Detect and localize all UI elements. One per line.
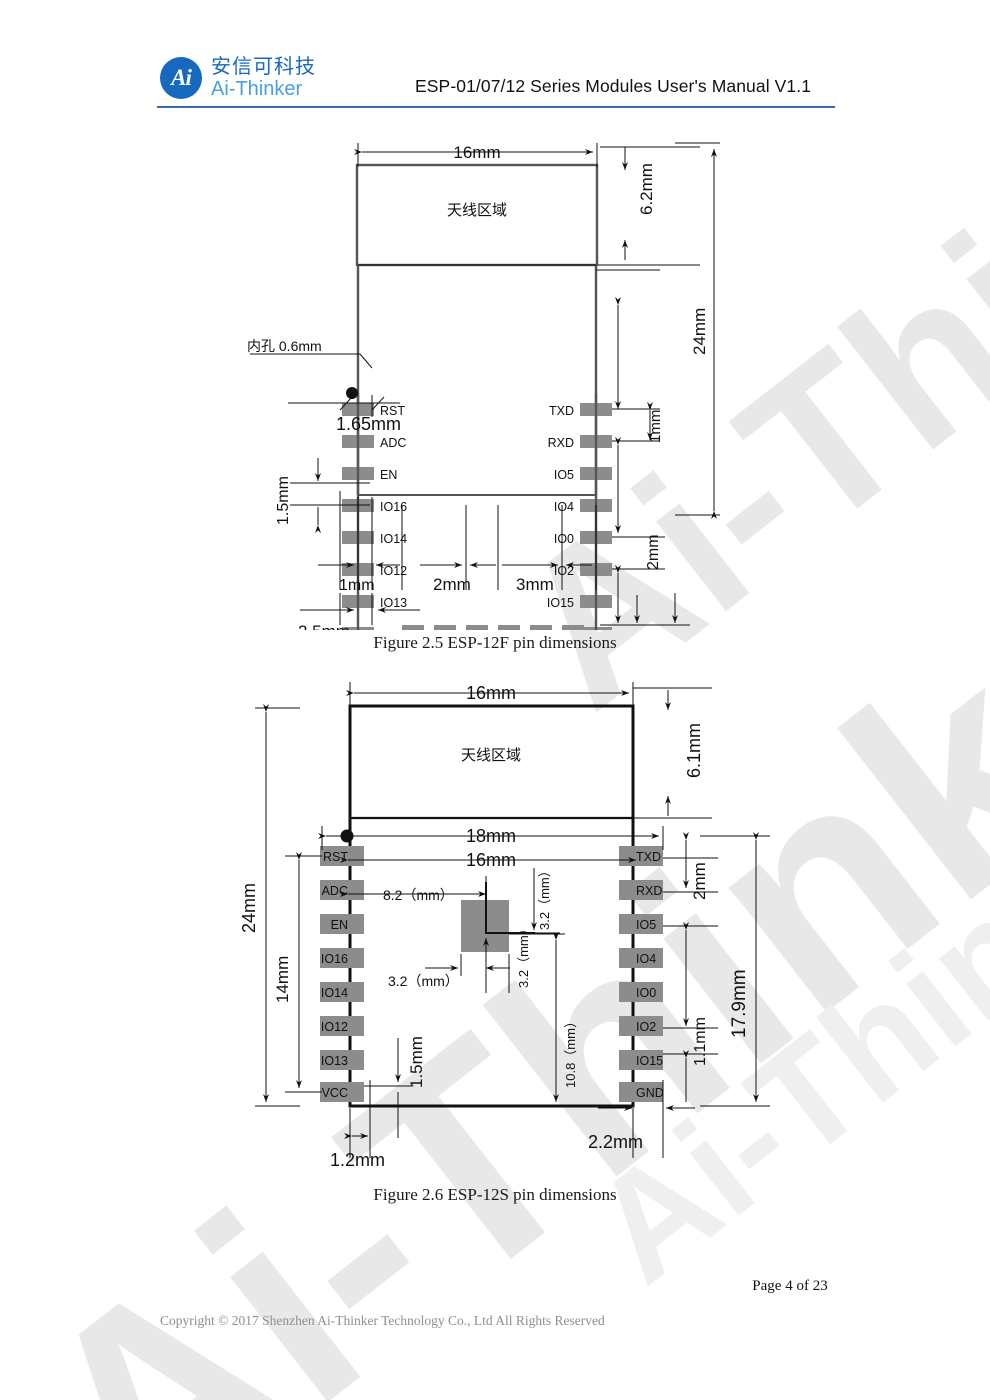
svg-text:IO13: IO13 — [380, 596, 407, 610]
dim-center-pad-32mm-v: 3.2（mm） — [537, 864, 552, 930]
dim-pitch-1mm-bottom: 1mm — [339, 577, 375, 594]
dim-center-pad-32mm-h2: 3.2（mm） — [516, 922, 531, 988]
left-pin-labels: RST ADC EN IO16 IO14 IO12 IO13 VCC — [321, 850, 348, 1100]
dim-pitch-3mm-bottom: 3mm — [516, 575, 554, 594]
svg-text:IO12: IO12 — [321, 1020, 348, 1034]
dim-pitch-2mm-right: 2mm — [645, 534, 662, 570]
dim-edge-25mm: 2.5mm — [298, 622, 350, 630]
page-header: Ai 安信可科技 Ai-Thinker ESP-01/07/12 Series … — [0, 0, 990, 112]
figure-2-5-caption: Figure 2.5 ESP-12F pin dimensions — [373, 633, 617, 652]
right-pin-labels: TXD RXD IO5 IO4 IO0 IO2 IO15 GND — [546, 404, 574, 630]
figure-2-6-caption: Figure 2.6 ESP-12S pin dimensions — [373, 1185, 617, 1204]
pin1-marker-dot — [346, 387, 358, 399]
left-pin-labels: RST ADC EN IO16 IO14 IO12 IO13 VCC — [380, 404, 407, 630]
figure-2-6: 天线区域 16mm 6.1mm 24mm 14mm 18mm 16mm 8.2（… — [0, 668, 990, 1178]
svg-text:TXD: TXD — [636, 850, 661, 864]
dim-body-to-pad-108mm: 10.8（mm） — [563, 1015, 578, 1088]
right-pin-labels: TXD RXD IO5 IO4 IO0 IO2 IO15 GND — [636, 850, 664, 1100]
svg-text:IO16: IO16 — [321, 952, 348, 966]
brand-name-chinese: 安信可科技 — [211, 56, 316, 78]
svg-text:TXD: TXD — [549, 404, 574, 418]
svg-text:RST: RST — [380, 404, 405, 418]
svg-text:IO16: IO16 — [380, 500, 407, 514]
dim-total-height: 24mm — [690, 308, 709, 355]
brand-name-english: Ai-Thinker — [211, 78, 303, 100]
svg-text:IO13: IO13 — [321, 1054, 348, 1068]
dim-antenna-height: 6.2mm — [637, 163, 656, 215]
dim-inner-hole: 内孔 0.6mm — [247, 338, 322, 354]
svg-text:RXD: RXD — [636, 884, 662, 898]
bottom-pin-pads — [402, 625, 584, 630]
svg-text:IO14: IO14 — [321, 986, 348, 1000]
brand-logo-text: 安信可科技 Ai-Thinker — [211, 57, 316, 99]
dim-inner-height-14mm: 14mm — [273, 956, 292, 1003]
ai-thinker-logo-icon: Ai — [160, 57, 202, 99]
dim-pitch-2mm: 2mm — [690, 862, 709, 900]
svg-text:IO2: IO2 — [554, 564, 574, 578]
module-outline — [348, 704, 635, 1108]
dim-pin-offset-top: 1.65mm — [336, 414, 401, 434]
dim-pad-height-11mm: 1.1mm — [692, 1017, 709, 1066]
svg-text:IO15: IO15 — [636, 1054, 663, 1068]
dim-pin-span-179mm: 17.9mm — [729, 969, 750, 1038]
svg-text:VCC: VCC — [380, 628, 406, 630]
svg-text:EN: EN — [331, 918, 348, 932]
svg-text:GND: GND — [546, 628, 574, 630]
dim-left-edge-12mm: 1.2mm — [330, 1150, 385, 1170]
dim-pitch-1mm-right: 1mm — [647, 410, 664, 443]
svg-text:IO4: IO4 — [554, 500, 574, 514]
dim-center-pad-32mm-h: 3.2（mm） — [388, 973, 459, 989]
figure-2-5: 天线区域 16mm 6.2mm 24mm 1.65mm 内孔 0.6mm 1mm… — [0, 125, 990, 630]
right-pin-pads — [619, 846, 663, 1102]
dim-pad-length-15mm: 1.5mm — [275, 476, 292, 525]
antenna-region-label: 天线区域 — [447, 202, 507, 219]
document-title: ESP-01/07/12 Series Modules User's Manua… — [415, 76, 812, 96]
antenna-region-label: 天线区域 — [461, 747, 521, 764]
svg-text:RXD: RXD — [548, 436, 574, 450]
dim-pitch-2mm-bottom: 2mm — [433, 575, 471, 594]
left-pin-pads — [320, 846, 364, 1102]
svg-text:EN: EN — [380, 468, 397, 482]
svg-text:IO12: IO12 — [380, 564, 407, 578]
dim-total-height-24mm: 24mm — [239, 883, 259, 933]
dim-outer-width-18mm: 18mm — [466, 826, 516, 846]
page-number: Page 4 of 23 — [0, 1278, 990, 1295]
dim-pad-length-15mm: 1.5mm — [407, 1036, 426, 1088]
svg-text:IO2: IO2 — [636, 1020, 656, 1034]
svg-text:IO0: IO0 — [636, 986, 656, 1000]
header-divider — [157, 106, 835, 108]
svg-text:IO5: IO5 — [636, 918, 656, 932]
dim-width-16mm: 16mm — [466, 683, 516, 703]
svg-text:RST: RST — [323, 850, 348, 864]
dim-antenna-height-61mm: 6.1mm — [684, 723, 704, 778]
dim-center-offset-82mm: 8.2（mm） — [383, 887, 454, 903]
dim-right-edge-22mm: 2.2mm — [588, 1132, 643, 1152]
page-number-text: Page 4 of 23 — [752, 1278, 828, 1294]
dim-width-16mm: 16mm — [453, 143, 500, 162]
svg-text:IO15: IO15 — [547, 596, 574, 610]
svg-text:IO0: IO0 — [554, 532, 574, 546]
svg-text:IO5: IO5 — [554, 468, 574, 482]
svg-text:IO14: IO14 — [380, 532, 407, 546]
svg-text:IO4: IO4 — [636, 952, 656, 966]
svg-text:ADC: ADC — [322, 884, 348, 898]
svg-text:ADC: ADC — [380, 436, 406, 450]
svg-text:GND: GND — [636, 1086, 664, 1100]
svg-text:VCC: VCC — [322, 1086, 348, 1100]
copyright-notice: Copyright © 2017 Shenzhen Ai-Thinker Tec… — [160, 1313, 605, 1328]
dim-inner-width-16mm: 16mm — [466, 850, 516, 870]
brand-logo: Ai 安信可科技 Ai-Thinker — [160, 57, 316, 99]
